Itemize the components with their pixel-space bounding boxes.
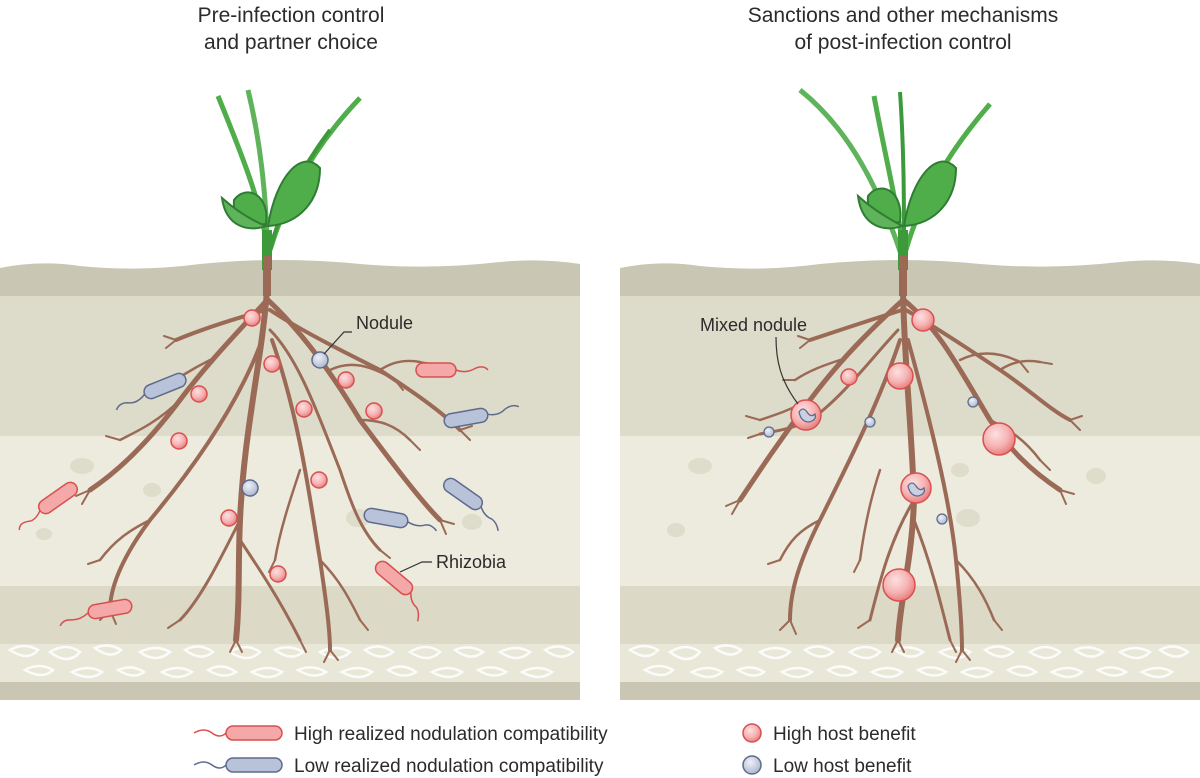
legend-label-high-benefit: High host benefit [773,724,916,745]
nodule-high-benefit [243,309,261,327]
legend-item-high-benefit: High host benefit [742,723,916,745]
left-panel: Nodule Rhizobia Pre-infection control an… [0,4,580,700]
rhizobium-low-compatibility [443,404,520,429]
nodule-high-benefit [263,355,281,373]
left-nodules [170,309,383,583]
nodule-label: Nodule [356,313,413,333]
nodule-low-benefit [241,479,259,497]
nodule-high-benefit [886,362,914,390]
rhizobium-low-compatibility [363,507,438,532]
rhizobium-low-compatibility [442,477,499,532]
rhizobium-high-compatibility [59,598,133,627]
right-panel-title-line-2: of post-infection control [794,31,1011,54]
mixed-nodule [900,472,932,504]
right-panel-title-line-1: Sanctions and other mechanisms [748,4,1059,27]
left-roots [75,287,473,663]
legend-item-low-compatibility: Low realized nodulation compatibility [193,756,604,777]
rhizobium-low-compatibility [115,372,187,411]
left-rhizobia [18,362,520,627]
mixed-nodule-callout: Mixed nodule [700,315,807,405]
nodule-high-benefit [269,565,287,583]
nodule-callout: Nodule [323,313,413,355]
left-plant-shoot [215,89,362,296]
legend-item-high-compatibility: High realized nodulation compatibility [193,724,608,745]
nodule-high-benefit [170,432,188,450]
nodule-low-benefit [864,416,876,428]
high-benefit-nodule-icon [742,723,762,743]
legend: High realized nodulation compatibility L… [193,723,916,777]
left-panel-title-line-1: Pre-infection control [198,4,385,27]
nodule-high-benefit [310,471,328,489]
nodule-low-benefit [311,351,329,369]
mixed-nodule-label: Mixed nodule [700,315,807,335]
nodule-high-benefit [337,371,355,389]
nodule-high-benefit [982,422,1016,456]
nodule-high-benefit [220,509,238,527]
legend-label-low-benefit: Low host benefit [773,756,912,777]
nodule-low-benefit [763,426,775,438]
rhizobium-high-compatibility [374,560,420,622]
nodule-low-benefit [936,513,948,525]
nodule-high-benefit [882,568,916,602]
low-benefit-nodule-icon [742,755,762,775]
left-panel-title-line-2: and partner choice [204,31,378,54]
right-nodules [763,308,1016,602]
nodule-high-benefit [190,385,208,403]
nodule-high-benefit [840,368,858,386]
legend-item-low-benefit: Low host benefit [742,755,912,777]
high-compatibility-rhizobium-icon [225,725,283,741]
mixed-nodule [790,399,822,431]
nodule-low-benefit [967,396,979,408]
nodule-high-benefit [365,402,383,420]
rhizobia-callout: Rhizobia [399,552,507,573]
rhizobia-label: Rhizobia [436,552,507,572]
legend-label-low-compatibility: Low realized nodulation compatibility [294,756,604,777]
nodule-high-benefit [295,400,313,418]
right-plant-shoot [798,88,992,296]
rhizobium-high-compatibility [18,481,79,530]
right-panel: Mixed nodule Sanctions and other mechani… [620,4,1200,700]
nodule-high-benefit [911,308,935,332]
legend-label-high-compatibility: High realized nodulation compatibility [294,724,608,745]
rhizobium-high-compatibility [415,362,489,378]
low-compatibility-rhizobium-icon [225,757,283,773]
